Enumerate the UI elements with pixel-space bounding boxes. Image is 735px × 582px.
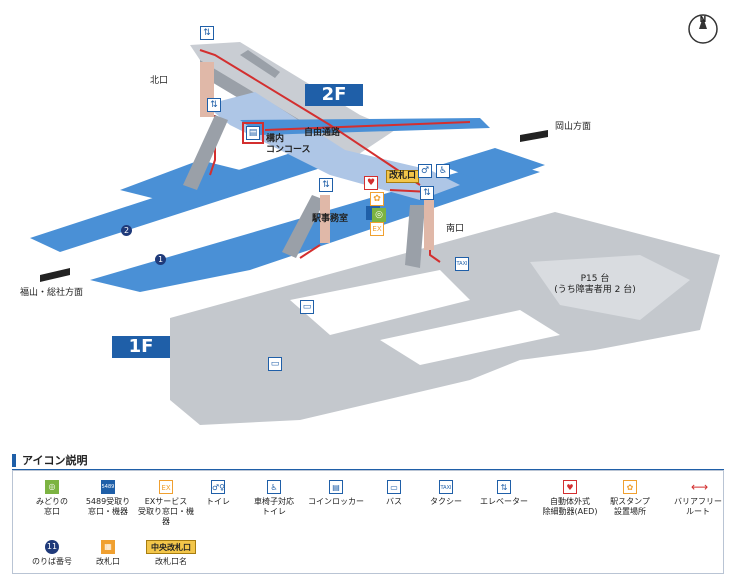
elevator-icon: ⇅ <box>497 480 511 494</box>
fukuyama-direction-label: 福山・総社方面 <box>20 288 84 298</box>
elevator-icon: ⇅ <box>420 186 434 200</box>
legend-item: ⟷ バリアフリー ルート <box>668 480 728 517</box>
parking-label: P15 台 (うち障害者用 2 台) <box>554 274 636 295</box>
legend-item: 中央改札口改札口名 <box>136 540 206 567</box>
legend-item: ▦ 改札口 <box>78 540 138 567</box>
bus-icon: ▭ <box>268 357 282 371</box>
toilet-icon: ♂ <box>418 164 432 178</box>
stamp-icon: ✿ <box>370 192 384 206</box>
parking-area <box>530 255 690 320</box>
free-passage-label: 自由通路 <box>304 128 341 138</box>
legend-item: TAXI タクシー <box>416 480 476 507</box>
legend-item-label: 改札口名 <box>155 557 187 566</box>
coin-locker-highlight <box>242 122 264 144</box>
legend-item-label: トイレ <box>206 497 230 506</box>
elevator-shaft-3 <box>320 195 330 243</box>
legend-item: 11 のりば番号 <box>22 540 82 567</box>
legend-item: ◎ みどりの 窓口 <box>22 480 82 517</box>
south-exit-label: 南口 <box>446 224 465 234</box>
legend-item: ✿ 駅スタンプ 設置場所 <box>600 480 660 517</box>
midori-window-icon: ◎ <box>372 208 386 222</box>
compass-needle <box>699 17 707 29</box>
train-okayama <box>520 130 548 142</box>
elevator-icon: ⇅ <box>319 178 333 192</box>
elevator-icon: ⇅ <box>207 98 221 112</box>
stamp-icon: ✿ <box>623 480 637 494</box>
5489-counter-icon: 5489 <box>101 480 115 494</box>
bus-icon: ▭ <box>300 300 314 314</box>
track-area-right <box>440 148 545 185</box>
ex-service-icon: EX <box>159 480 173 494</box>
elevator-shaft-2 <box>424 195 434 250</box>
legend-item: ♥ 自動体外式 除細動器(AED) <box>540 480 600 517</box>
ticket-gate-icon: ▦ <box>101 540 115 554</box>
platform-number-2: 2 <box>121 225 132 236</box>
taxi-icon: TAXI <box>439 480 453 494</box>
aed-icon: ♥ <box>364 176 378 190</box>
floor-label-1f: 1F <box>112 336 170 358</box>
wheelchair-toilet-icon: ♿ <box>267 480 281 494</box>
aed-icon: ♥ <box>563 480 577 494</box>
legend-item-label: バリアフリー ルート <box>674 497 722 516</box>
legend-frame <box>12 470 724 574</box>
taxi-icon: TAXI <box>455 257 469 271</box>
stairs-south <box>405 205 425 268</box>
bus-icon: ▭ <box>387 480 401 494</box>
north-exit-label: 北口 <box>150 76 169 86</box>
coin-locker-icon: ▤ <box>246 126 260 140</box>
station-map <box>30 14 720 425</box>
wheelchair-toilet-icon: ♿ <box>436 164 450 178</box>
barrier-free-route-2f <box>199 49 421 186</box>
legend-item-label: 自動体外式 除細動器(AED) <box>542 497 598 516</box>
legend-item: ♿ 車椅子対応 トイレ <box>244 480 304 517</box>
ex-service-icon: EX <box>370 222 384 236</box>
okayama-direction-label: 岡山方面 <box>555 122 592 132</box>
stairs-north <box>183 115 228 190</box>
legend-header-bar <box>12 454 16 467</box>
legend-item-label: コインロッカー <box>308 497 364 506</box>
barrier-free-route-icon: ⟷ <box>691 480 709 494</box>
legend-item-label: 5489受取り 窓口・機器 <box>85 497 131 516</box>
legend-item: 5489 5489受取り 窓口・機器 <box>78 480 138 517</box>
floor-label-2f: 2F <box>305 84 363 106</box>
legend-item-label: バス <box>386 497 402 506</box>
midori-window-icon: ◎ <box>45 480 59 494</box>
legend-item: EX EXサービス 受取り窓口・機器 <box>136 480 196 527</box>
legend-item-label: みどりの 窓口 <box>36 497 68 516</box>
legend-item-label: EXサービス 受取り窓口・機器 <box>138 497 194 526</box>
legend-item-label: エレベーター <box>480 497 528 506</box>
legend-item: ♂♀ トイレ <box>188 480 248 507</box>
stairs-2f-top <box>240 50 280 78</box>
toilet-icon: ♂♀ <box>211 480 225 494</box>
barrier-free-route-passage <box>264 121 471 131</box>
platform-number-icon: 11 <box>45 540 59 554</box>
train-fukuyama <box>40 268 70 282</box>
legend-item-label: タクシー <box>430 497 462 506</box>
legend-item: ▤ コインロッカー <box>306 480 366 507</box>
legend-item-label: 改札口 <box>96 557 120 566</box>
legend-item-label: 車椅子対応 トイレ <box>254 497 294 516</box>
concourse-label: 構内 コンコース <box>266 134 311 155</box>
legend-item-label: 駅スタンプ 設置場所 <box>610 497 650 516</box>
legend-item: ⇅ エレベーター <box>474 480 534 507</box>
plaza-island <box>290 270 470 335</box>
legend-item: ▭ バス <box>364 480 424 507</box>
compass-letter: N <box>699 15 707 24</box>
elevator-icon: ⇅ <box>200 26 214 40</box>
gate-name-icon: 中央改札口 <box>146 540 196 554</box>
legend-item-label: のりば番号 <box>32 557 72 566</box>
legend-title: アイコン説明 <box>22 454 88 467</box>
legend-header: アイコン説明 <box>12 453 724 471</box>
stairs-platform <box>282 195 325 258</box>
coin-locker-icon: ▤ <box>329 480 343 494</box>
platform-number-1: 1 <box>155 254 166 265</box>
barrier-free-route-platform1 <box>299 244 321 259</box>
ticket-gate-name-badge: 改札口 <box>386 170 420 183</box>
plaza-island-2 <box>380 310 560 365</box>
station-office-label: 駅事務室 <box>312 214 349 224</box>
